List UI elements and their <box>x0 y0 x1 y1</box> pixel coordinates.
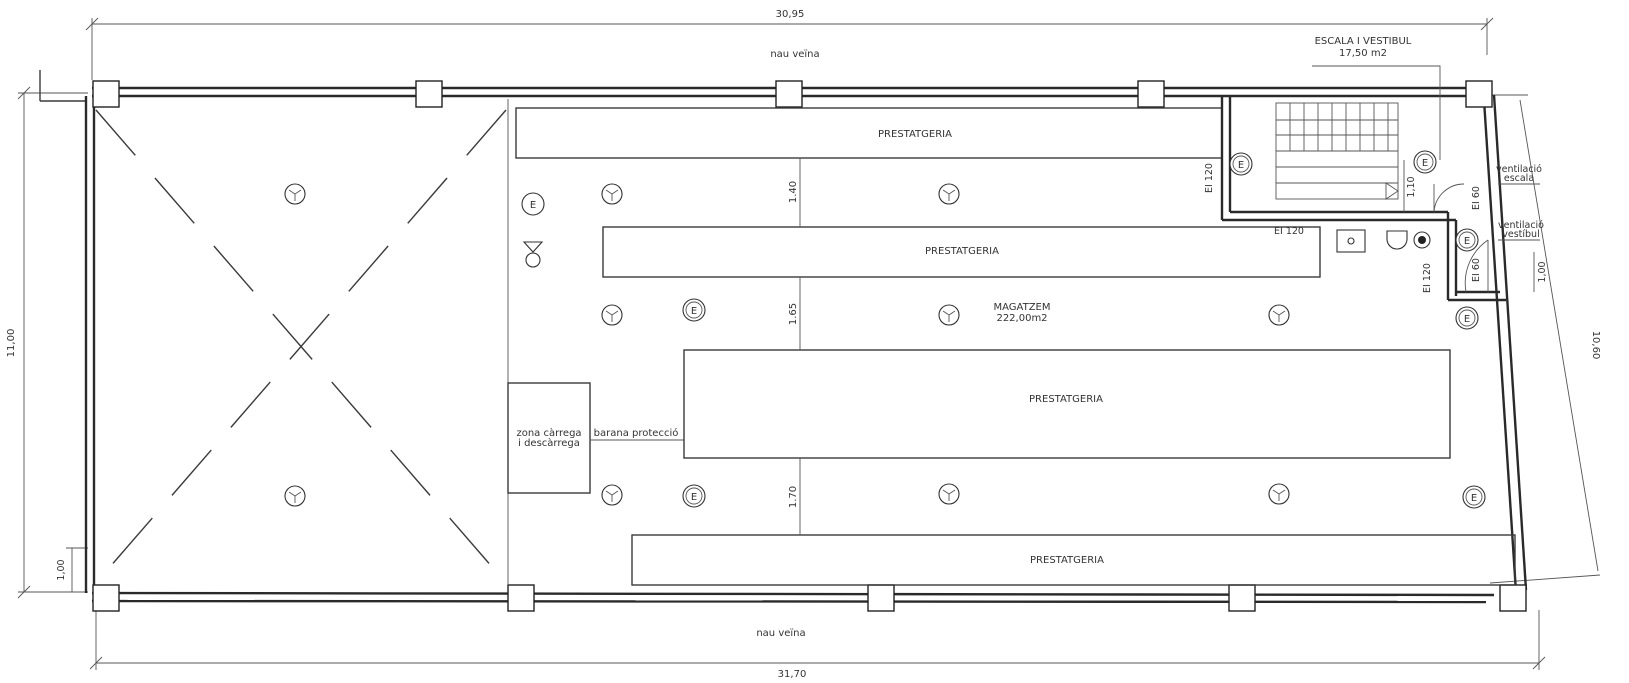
light-icon <box>284 485 306 507</box>
structural-columns <box>92 80 1527 612</box>
loading-zone-label-1: zona càrrega <box>516 427 581 439</box>
light-icon <box>284 183 306 205</box>
top-total-dimension: 30,95 <box>776 9 805 20</box>
fire-rating-ei60-b: EI 60 <box>1471 258 1482 282</box>
left-height-dimension: 11,00 <box>6 329 17 358</box>
extinguishers: E E E E E E E E <box>521 150 1486 509</box>
sink-icon <box>1336 229 1366 253</box>
svg-text:E: E <box>1464 314 1470 325</box>
extinguisher-icon: E <box>682 298 706 322</box>
neighbor-bottom-label: nau veïna <box>756 628 805 639</box>
extinguisher-icon: E <box>1455 228 1479 252</box>
aisle-1-dimension: 1.40 <box>788 181 799 203</box>
light-icon <box>601 304 623 326</box>
bottom-total-dimension: 31,70 <box>778 669 807 680</box>
ventilation-hall-line2: vestíbul <box>1502 229 1539 240</box>
extinguisher-icon: E <box>682 484 706 508</box>
railing-label: barana protecció <box>594 427 679 439</box>
extinguisher-icon: E <box>521 192 545 216</box>
left-small-dimension: 1,00 <box>56 559 67 580</box>
svg-text:E: E <box>691 306 697 317</box>
shelf-4-label: PRESTATGERIA <box>1030 555 1104 566</box>
light-icon <box>938 483 960 505</box>
fire-rating-ei120-a: EI 120 <box>1204 163 1215 193</box>
light-icon <box>1268 483 1290 505</box>
alarm-icon <box>522 241 544 268</box>
svg-text:E: E <box>691 492 697 503</box>
stair-core: 1,10 <box>1220 65 1506 302</box>
emergency-light-icon <box>1413 231 1431 249</box>
loading-zone-label-2: i descàrrega <box>518 437 580 449</box>
dimension-left: 11,00 1,00 <box>6 86 88 599</box>
svg-text:E: E <box>1238 160 1244 171</box>
vestibule-door <box>1464 239 1489 293</box>
extinguisher-icon: E <box>1229 152 1253 176</box>
shelf-2: PRESTATGERIA <box>602 226 1321 278</box>
fire-rating-ei120-b: EI 120 <box>1274 226 1304 237</box>
shelf-1-label: PRESTATGERIA <box>878 129 952 140</box>
aisle-3-dimension: 1.70 <box>788 486 799 508</box>
svg-text:E: E <box>1464 236 1470 247</box>
extinguisher-icon: E <box>1455 306 1479 330</box>
svg-text:E: E <box>1471 493 1477 504</box>
stair-label: ESCALA I VESTIBUL <box>1315 36 1412 47</box>
void-area <box>95 99 509 585</box>
aisle-dimensions: 1.40 1.65 1.70 <box>788 158 801 535</box>
svg-text:E: E <box>1422 158 1428 169</box>
right-height-dimension: 10,60 <box>1590 331 1601 360</box>
stair-area: 17,50 m2 <box>1339 48 1387 59</box>
right-small-dimension: 1,00 <box>1537 261 1548 282</box>
ventilation-stair-line2: escala <box>1504 173 1534 184</box>
shelf-1: PRESTATGERIA <box>515 107 1223 159</box>
extinguisher-icon: E <box>1462 485 1486 509</box>
stair-width-dimension: 1,10 <box>1406 176 1417 197</box>
outer-walls <box>39 70 1528 604</box>
shelf-3-label: PRESTATGERIA <box>1029 394 1103 405</box>
aisle-2-dimension: 1.65 <box>788 303 799 325</box>
light-icon <box>938 304 960 326</box>
light-icon <box>601 484 623 506</box>
loading-zone: zona càrrega i descàrrega barana protecc… <box>507 382 684 494</box>
ventilation-stair-line1: ventilació <box>1496 164 1542 175</box>
store-label: MAGATZEM <box>993 302 1050 313</box>
light-icon <box>938 183 960 205</box>
shelf-2-label: PRESTATGERIA <box>925 246 999 257</box>
light-fixtures <box>284 183 1290 507</box>
dimension-top: 30,95 <box>85 9 1494 80</box>
light-icon <box>601 183 623 205</box>
fire-rating-ei60-a: EI 60 <box>1471 186 1482 210</box>
neighbor-top-label: nau veïna <box>770 49 819 60</box>
ventilation-hall-line1: ventilació <box>1498 220 1544 231</box>
shelf-4: PRESTATGERIA <box>631 534 1516 586</box>
svg-text:E: E <box>530 200 536 211</box>
store-area: 222,00m2 <box>996 313 1047 324</box>
toilet-icon <box>1386 230 1408 250</box>
light-icon <box>1268 304 1290 326</box>
fire-rating-ei120-c: EI 120 <box>1422 263 1433 293</box>
dimension-bottom: 31,70 <box>89 610 1546 680</box>
shelf-3: PRESTATGERIA <box>683 349 1451 459</box>
extinguisher-icon: E <box>1413 150 1437 174</box>
